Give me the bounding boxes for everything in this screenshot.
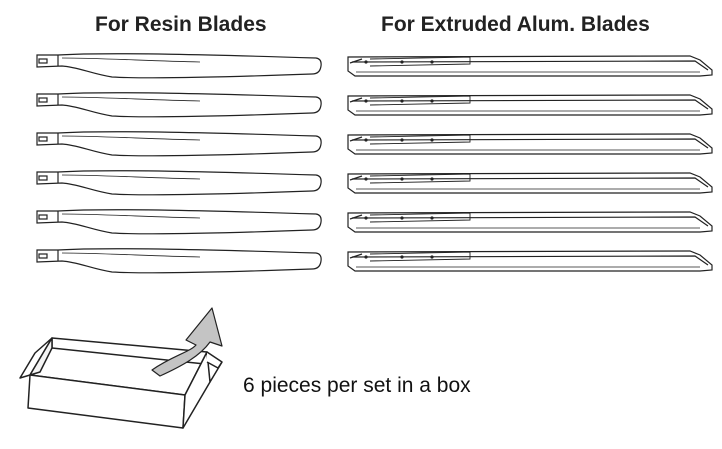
resin-blade (36, 92, 322, 118)
resin-blades-group (36, 53, 322, 274)
alum-blades-group (347, 55, 713, 272)
alum-blade (347, 133, 713, 155)
open-box-icon (19, 337, 223, 429)
alum-blade (347, 55, 713, 77)
alum-blade (347, 211, 713, 233)
alum-blade (347, 250, 713, 272)
resin-blade (36, 248, 322, 274)
alum-blades-heading: For Extruded Alum. Blades (381, 13, 650, 36)
resin-blade (36, 170, 322, 196)
resin-blade (36, 209, 322, 235)
resin-blade (36, 53, 322, 79)
curved-arrow-icon (151, 307, 223, 377)
alum-blade (347, 172, 713, 194)
resin-blade (36, 131, 322, 157)
resin-blades-heading: For Resin Blades (95, 13, 267, 36)
box-caption: 6 pieces per set in a box (243, 374, 471, 397)
alum-blade (347, 94, 713, 116)
